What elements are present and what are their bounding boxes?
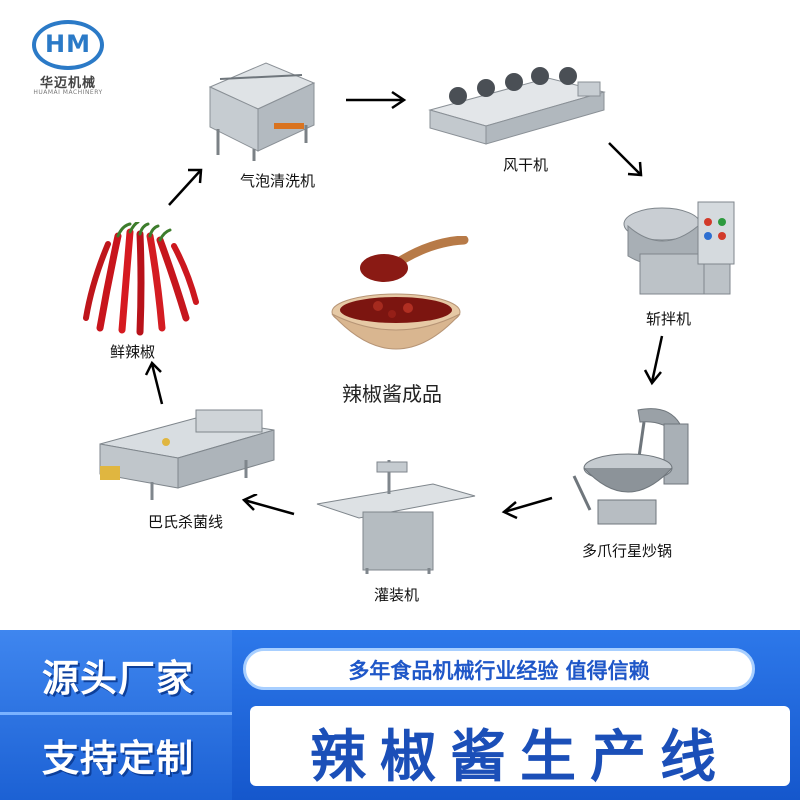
step-label-pasteurizer: 巴氏杀菌线	[148, 513, 224, 531]
bubble-washer-machine-image	[208, 62, 316, 161]
banner-left-panel	[0, 630, 232, 800]
step-label-bubble-washer: 气泡清洗机	[240, 172, 316, 190]
logo-mark-icon: HM	[32, 20, 104, 70]
arrow-up-icon	[144, 360, 164, 405]
arrow-right-icon	[346, 90, 407, 110]
brand-logo: HM 华迈机械 HUAMAI MACHINERY	[18, 18, 118, 100]
production-line-title: 辣椒酱生产线	[310, 725, 730, 790]
banner-left-line1: 源头厂家	[42, 657, 194, 700]
filler-machine-image	[316, 460, 476, 574]
banner-divider	[0, 712, 232, 715]
banner-left-line2: 支持定制	[42, 737, 194, 780]
step-label-planetary-wok: 多爪行星炒锅	[582, 542, 673, 560]
chopper-machine-image	[623, 201, 735, 295]
arrow-left-icon	[501, 496, 553, 520]
fresh-chili-image	[83, 222, 199, 336]
logo-mark-text: HM	[45, 30, 91, 58]
arrow-left-icon	[241, 494, 295, 516]
center-product-label: 辣椒酱成品	[342, 382, 442, 406]
slogan-pill	[243, 648, 755, 690]
logo-name-en: HUAMAI MACHINERY	[33, 89, 103, 96]
title-box	[250, 706, 790, 786]
logo-name-cn: 华迈机械	[39, 76, 96, 91]
step-label-chopper: 斩拌机	[646, 310, 692, 328]
pasteurizer-machine-image	[99, 409, 275, 500]
step-label-filler: 灌装机	[374, 586, 420, 604]
step-label-air-dryer: 风干机	[503, 156, 549, 174]
planetary-wok-machine-image	[572, 408, 689, 525]
step-label-fresh-chili: 鲜辣椒	[110, 343, 156, 361]
arrow-down-icon	[643, 335, 664, 386]
arrow-down-right-icon	[608, 142, 643, 177]
air-dryer-machine-image	[428, 67, 606, 145]
finished-sauce-bowl-image	[331, 236, 469, 350]
slogan-text: 多年食品机械行业经验 值得信赖	[348, 659, 650, 683]
arrow-up-right-icon	[168, 168, 203, 206]
